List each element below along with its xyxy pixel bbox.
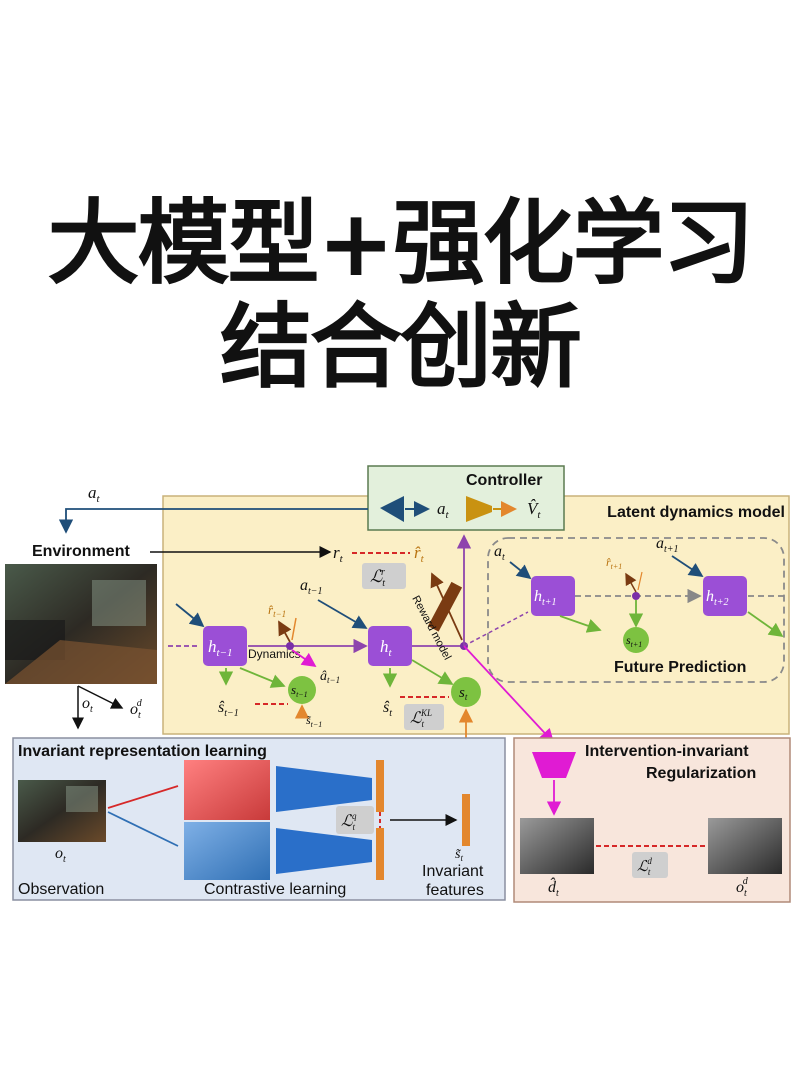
loss-kl-label: ℒtKL [410,708,432,729]
node-h-prev [203,626,247,666]
reward-model-block [428,581,463,632]
feature-bottom [376,828,384,880]
augmented-image-red [184,760,270,820]
s-tilde-t-label: s̃t [455,847,463,863]
invariant-features-line2: features [426,882,484,899]
node-h-t [368,626,412,666]
augmented-image-blue [184,822,270,880]
r-hat-next-label: r̂t+1 [606,555,622,571]
o-d-label: otd [736,876,749,899]
latent-dynamics-label: Latent dynamics model [607,504,785,521]
node-h-next2 [703,576,747,616]
page-title-line-1: 大模型+强化学习 [47,190,754,297]
node-h-next-label: ht+1 [534,588,557,608]
feature-top [376,760,384,812]
env-obs-label: ot [82,695,93,715]
intervention-title-1: Intervention-invariant [585,743,749,760]
invariant-panel-title: Invariant representation learning [18,743,267,760]
dynamics-label: Dynamics [248,647,301,661]
loss-d-label: ℒtd [637,856,652,877]
invariant-feature-bar [462,794,470,846]
encoder-top-icon [276,766,372,812]
loss-kl-box [404,704,444,730]
a-hat-prev-label: ât−1 [320,669,340,685]
loss-r-box [362,563,406,589]
node-s-next [623,627,649,653]
node-s-t-label: st [459,685,468,702]
observation-image [18,780,106,842]
loss-d-box [632,852,668,878]
node-s-next-label: st+1 [626,633,642,649]
controller-action: at [437,499,450,521]
node-s-prev-label: st−1 [291,682,308,699]
r-hat-prev-label: r̂t−1 [268,602,286,619]
node-s-prev [288,676,316,704]
reward-pred-label: r̂t [414,543,425,565]
controller-label: Controller [466,472,542,489]
policy-network-icon [380,496,404,522]
page-title-line-2: 结合创新 [219,294,582,401]
a-t-future-label: at [494,543,505,563]
future-prediction-box [487,537,785,683]
node-h-next2-label: ht+2 [706,588,729,608]
reward-label: rt [333,543,344,565]
node-h-next [531,576,575,616]
loss-r-label: ℒtr [370,567,385,589]
node-s-t [451,677,481,707]
decoder-icon [532,752,576,778]
s-hat-t-label: ŝt [383,699,392,719]
s-hat-prev-label: ŝt−1 [218,699,239,719]
loss-q-box [336,806,374,834]
d-hat-label: d̂t [548,877,559,899]
a-prev-label: at−1 [300,577,323,597]
value-network-icon [466,496,492,522]
invariant-features-line1: Invariant [422,863,484,880]
a-next-label: at+1 [656,535,679,555]
future-prediction-label: Future Prediction [614,659,746,676]
environment-image [5,564,157,684]
contrastive-label: Contrastive learning [204,881,346,898]
environment-label: Environment [32,543,130,560]
loss-q-label: ℒtq [341,811,357,832]
controller-value: V̂t [527,499,541,521]
encoder-bottom-icon [276,828,372,874]
env-action-label: at [88,483,101,505]
decoded-depth-image [520,818,594,874]
depth-observation-image [708,818,782,874]
obs-o-t-label: ot [55,845,66,865]
env-obs-d-label: otd [130,698,143,721]
node-h-t-label: ht [380,637,393,659]
observation-label: Observation [18,881,104,898]
s-tilde-prev-label: s̃t−1 [306,713,322,729]
node-h-prev-label: ht−1 [208,637,232,659]
intervention-title-2: Regularization [646,765,756,782]
